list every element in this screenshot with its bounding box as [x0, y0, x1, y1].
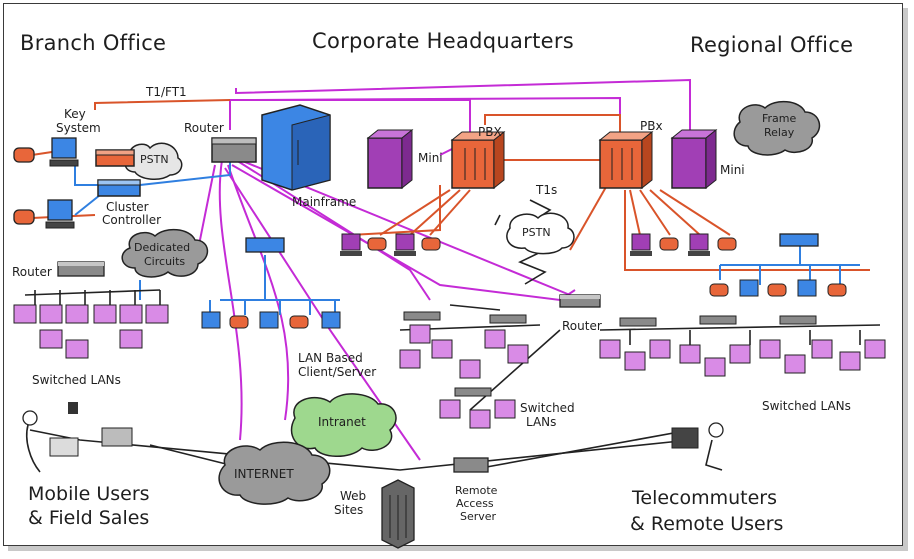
reg-phone-5: [827, 283, 847, 297]
hq-phone-2: [421, 237, 441, 251]
label-t1s: T1s: [535, 183, 557, 197]
label-cluster-1: Cluster: [106, 200, 149, 214]
web-sites-server: [381, 479, 415, 549]
mini-left: [366, 128, 414, 190]
label-intranet: Intranet: [318, 415, 366, 429]
lan-terminal-1: [201, 311, 221, 329]
title-corporate-hq: Corporate Headquarters: [312, 29, 574, 53]
branch-terminal-2: [45, 199, 75, 229]
hq-switched-lans: [399, 311, 529, 429]
label-switched-hq-2: LANs: [526, 415, 556, 429]
label-t1-ft1: T1/FT1: [145, 85, 187, 99]
reg-phone-3: [709, 283, 729, 297]
reg-terminal-3: [739, 279, 759, 297]
label-key-system-2: System: [56, 121, 101, 135]
frame-relay-cloud: [733, 100, 821, 156]
label-mainframe: Mainframe: [292, 195, 356, 209]
title-regional-office: Regional Office: [690, 33, 853, 57]
reg-terminal-1: [630, 233, 652, 256]
router-regional: [559, 294, 601, 308]
mobile-user: [22, 402, 133, 473]
reg-phone-2: [717, 237, 737, 251]
lan-phone-1: [229, 315, 249, 329]
hq-terminal-2: [394, 233, 416, 256]
lan-client-hub: [245, 237, 285, 253]
key-system: [95, 149, 135, 167]
mini-right: [670, 128, 718, 190]
dedicated-circuits-cloud: [121, 228, 209, 278]
label-switched-branch: Switched LANs: [32, 373, 121, 387]
reg-phone-4: [767, 283, 787, 297]
label-dedicated-2: Circuits: [144, 255, 185, 268]
pstn-cloud-mid: [506, 212, 575, 255]
label-lan-client-1: LAN Based: [298, 351, 363, 365]
label-ras-1: Remote: [455, 484, 498, 497]
hq-phone-1: [367, 237, 387, 251]
pstn-cloud-small: [124, 142, 183, 180]
telecommuter: [671, 422, 724, 471]
pbx-left: [450, 130, 506, 190]
lan-phone-2: [289, 315, 309, 329]
pbx-right: [598, 130, 654, 190]
voice-links: [31, 99, 870, 271]
label-switched-hq-1: Switched: [520, 401, 575, 415]
label-switched-regional: Switched LANs: [762, 399, 851, 413]
internet-cloud: [218, 441, 331, 505]
label-web-2: Sites: [334, 503, 363, 517]
reg-terminal-2: [688, 233, 710, 256]
label-router-regional: Router: [562, 319, 602, 333]
label-tele-1: Telecommuters: [631, 487, 777, 509]
label-ras-3: Server: [460, 510, 497, 523]
label-mobile-1: Mobile Users: [28, 483, 150, 505]
label-mini-right: Mini: [720, 163, 745, 177]
label-dedicated-1: Dedicated: [134, 241, 190, 254]
label-frame-relay-1: Frame: [762, 112, 797, 125]
label-router-main: Router: [184, 121, 224, 135]
cluster-controller: [97, 179, 141, 197]
label-cluster-2: Controller: [102, 213, 161, 227]
label-tele-2: & Remote Users: [630, 513, 783, 535]
remote-access-server: [453, 457, 489, 473]
label-frame-relay-2: Relay: [764, 126, 795, 139]
title-branch-office: Branch Office: [20, 31, 166, 55]
label-pstn-small: PSTN: [140, 153, 169, 166]
branch-switched-lans: [13, 304, 169, 359]
label-key-system-1: Key: [64, 107, 86, 121]
label-ras-2: Access: [456, 497, 494, 510]
branch-terminal-1: [49, 137, 79, 167]
data-links: [74, 160, 860, 315]
lan-terminal-3: [321, 311, 341, 329]
branch-phone-2: [13, 209, 35, 225]
label-pstn-mid: PSTN: [522, 226, 551, 239]
hq-terminal-1: [340, 233, 362, 256]
router-branch: [57, 261, 105, 277]
router-main: [211, 137, 257, 163]
label-mobile-2: & Field Sales: [28, 507, 149, 529]
intranet-cloud: [290, 393, 397, 457]
mainframe: [261, 104, 331, 191]
label-lan-client-2: Client/Server: [298, 365, 376, 379]
branch-phone-1: [13, 147, 35, 163]
label-web-1: Web: [340, 489, 366, 503]
label-pbx-left: PBX: [478, 125, 502, 139]
reg-phone-1: [659, 237, 679, 251]
lan-terminal-2: [259, 311, 279, 329]
label-internet: INTERNET: [234, 467, 294, 481]
regional-switched-lans: [599, 315, 886, 377]
reg-terminal-4: [797, 279, 817, 297]
label-router-branch: Router: [12, 265, 52, 279]
label-pbx-right: PBx: [640, 119, 663, 133]
regional-hub: [779, 233, 819, 247]
label-mini-left: Mini: [418, 151, 443, 165]
